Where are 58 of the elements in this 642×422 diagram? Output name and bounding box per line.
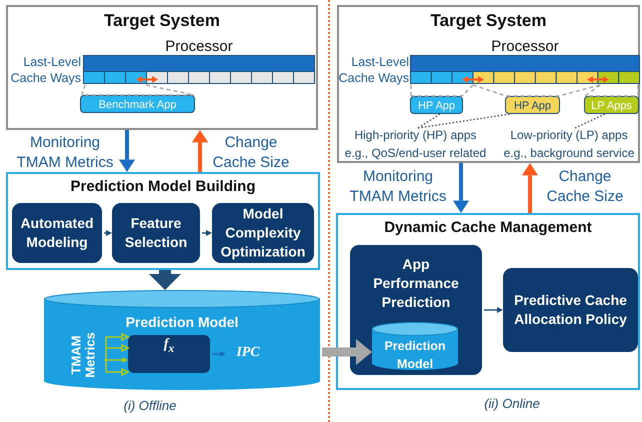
frame-title: Target System (430, 11, 546, 30)
axis-label: Last-Level Cache Ways (338, 54, 409, 86)
box-label: LP Apps (591, 100, 632, 112)
processor-label: Processor (491, 38, 559, 55)
box-label: HP App (514, 100, 552, 112)
process-box (212, 203, 314, 263)
leader-line (418, 113, 440, 129)
dashed-line (81, 84, 195, 96)
output-label: IPC (236, 345, 260, 360)
axis-label: Last-Level Cache Ways (10, 54, 81, 86)
dashed-line (472, 84, 601, 97)
leader-line (574, 113, 606, 129)
bracket-arrows (104, 332, 130, 376)
box-label: f$_{x}$ (164, 337, 174, 352)
cylinder-label: Prediction Model (384, 339, 446, 371)
arrow (453, 163, 469, 213)
panel-frame (336, 213, 640, 390)
box-label: Automated Modeling (20, 215, 94, 250)
dashed-line (584, 84, 639, 97)
box-label: Model Complexity Optimization (220, 206, 306, 260)
arrow (104, 230, 112, 236)
box-label: HP App (418, 100, 456, 112)
processor-label: Processor (165, 38, 233, 55)
arrow (484, 307, 503, 313)
process-box (350, 245, 482, 375)
box-label: Feature Selection (124, 215, 188, 250)
caption: (ii) Online (483, 396, 541, 411)
box-label: Benchmark App (98, 99, 176, 111)
function-box (128, 335, 210, 373)
note-text: Low-priority (LP) apps e.g., background service (504, 128, 634, 160)
arrow (522, 163, 538, 213)
system-frame (6, 5, 318, 130)
app-box (80, 95, 195, 113)
app-box (505, 96, 560, 114)
note-text: High-priority (HP) apps e.g., QoS/end-user related (344, 128, 486, 160)
arrow (202, 230, 212, 236)
cylinder-label: Prediction Model (126, 314, 238, 330)
block-arrow (322, 339, 372, 365)
box-label: Predictive Cache Allocation Policy (514, 292, 627, 327)
process-box (112, 203, 200, 263)
leader-line (418, 113, 510, 129)
caption: (i) Offline (122, 398, 178, 413)
app-box (410, 96, 463, 114)
arrow (212, 351, 226, 357)
vertical-label: TMAM Metrics (69, 331, 97, 380)
process-box (12, 203, 102, 263)
arrow (192, 130, 208, 172)
dashed-line (410, 84, 474, 97)
arrow (119, 130, 135, 172)
process-box (503, 268, 638, 352)
box-label: App Performance Prediction (373, 256, 459, 310)
frame-title: Dynamic Cache Management (384, 219, 592, 236)
app-box (584, 96, 639, 114)
frame-title: Target System (104, 11, 220, 30)
panel-frame (6, 172, 320, 270)
system-frame (337, 5, 640, 163)
frame-title: Prediction Model Building (70, 178, 256, 195)
block-arrow (149, 270, 181, 290)
